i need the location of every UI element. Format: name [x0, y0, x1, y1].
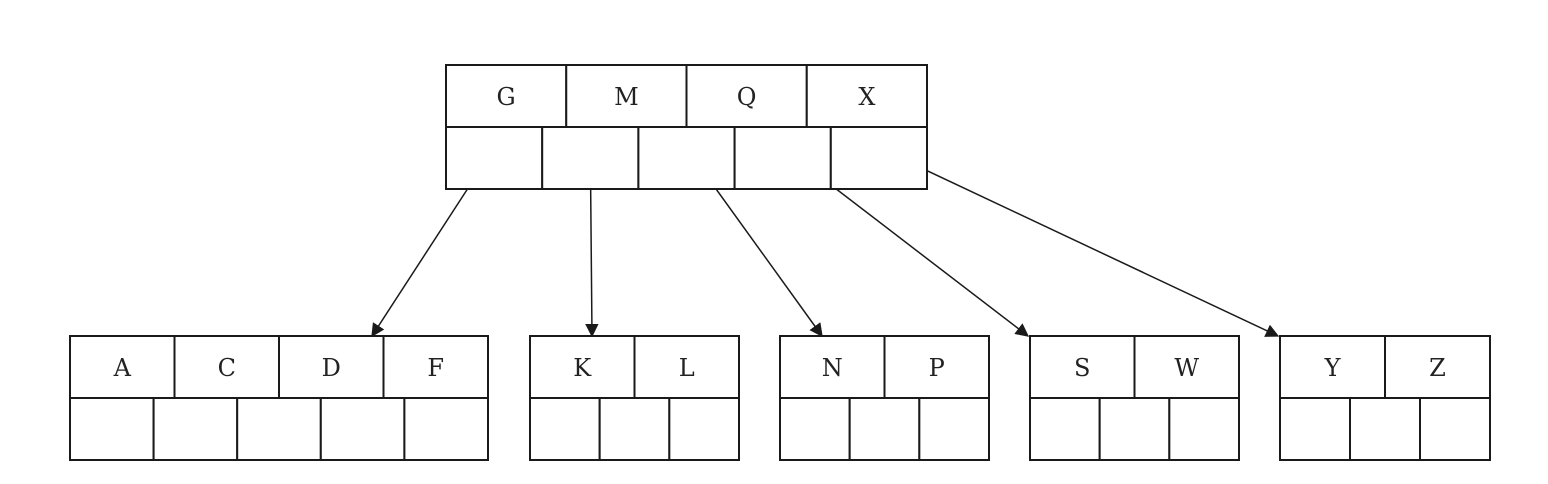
key-cell — [1029, 335, 1136, 399]
pointer-cell — [445, 126, 544, 190]
pointer-cell — [829, 126, 928, 190]
pointer-cell — [529, 397, 601, 461]
key-label: P — [929, 354, 945, 382]
pointer-cell — [668, 397, 740, 461]
key-label: N — [822, 354, 843, 382]
pointer-cell — [1419, 397, 1491, 461]
edge-arrow — [878, 147, 1280, 337]
pointer-cell — [1029, 397, 1101, 461]
key-label: M — [614, 83, 639, 111]
key-cell — [1279, 335, 1386, 399]
key-label: C — [218, 354, 236, 382]
pointer-cell — [918, 397, 990, 461]
key-label: Z — [1429, 354, 1446, 382]
key-cell — [69, 335, 176, 399]
key-label: L — [679, 354, 695, 382]
key-cell — [1384, 335, 1491, 399]
key-cell — [805, 64, 928, 128]
key-label: Y — [1324, 354, 1342, 382]
pointer-cell — [848, 397, 921, 461]
pointer-cell — [403, 397, 489, 461]
key-label: W — [1174, 354, 1199, 382]
key-label: S — [1074, 354, 1090, 382]
key-cell — [685, 64, 808, 128]
pointer-cell — [69, 397, 155, 461]
pointer-cell — [1279, 397, 1351, 461]
key-label: X — [858, 83, 875, 111]
pointer-cell — [598, 397, 671, 461]
pointer-cell — [637, 126, 736, 190]
key-cell — [883, 335, 990, 399]
key-cell — [633, 335, 740, 399]
key-cell — [779, 335, 886, 399]
key-label: D — [322, 354, 341, 382]
pointer-cell — [152, 397, 239, 461]
key-label: K — [573, 354, 592, 382]
pointer-cell — [1168, 397, 1241, 461]
key-cell — [278, 335, 385, 399]
pointer-cell — [319, 397, 406, 461]
pointer-cell — [779, 397, 851, 461]
key-cell — [382, 335, 489, 399]
key-cell — [445, 64, 568, 128]
pointer-cell — [236, 397, 322, 461]
key-cell — [1133, 335, 1240, 399]
pointer-cell — [1098, 397, 1171, 461]
key-label: G — [497, 83, 516, 111]
pointer-cell — [541, 126, 640, 190]
key-label: F — [427, 354, 444, 382]
pointer-cell — [733, 126, 832, 190]
key-cell — [529, 335, 636, 399]
pointer-cell — [1349, 397, 1421, 461]
key-label: Q — [737, 83, 757, 111]
key-label: A — [113, 354, 132, 382]
